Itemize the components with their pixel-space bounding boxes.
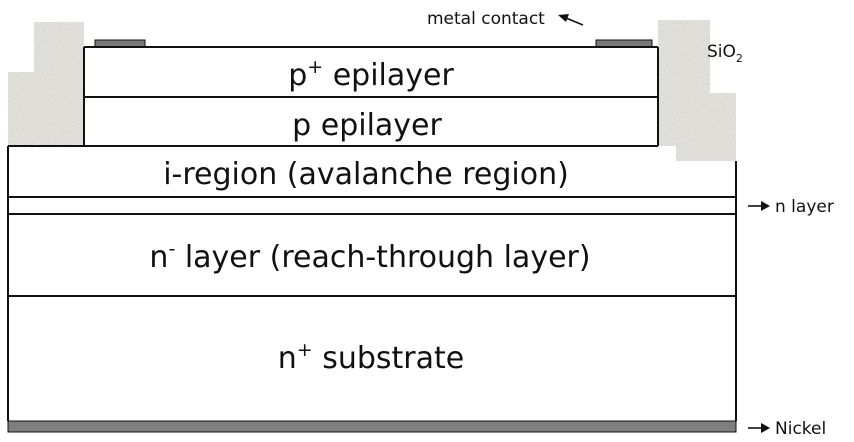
sio2-label: SiO2 (707, 42, 743, 65)
i-region-label: i-region (avalanche region) (163, 157, 569, 192)
n-plus-substrate-label: n+ substrate (278, 339, 465, 376)
sio2-passivation-left (8, 22, 84, 146)
metal-contact-left (94, 39, 146, 48)
sio2-passivation-right (658, 20, 736, 161)
nickel-arrow (748, 423, 770, 433)
layer-boundaries (7, 46, 737, 421)
sio2-texture-left (8, 22, 84, 146)
n-layer-label: n layer (775, 197, 834, 217)
nickel-back-contact (7, 420, 737, 433)
sio2-texture-right (658, 20, 736, 161)
nickel-label: Nickel (775, 419, 826, 439)
n-minus-layer-label: n- layer (reach-through layer) (149, 238, 590, 275)
p-epilayer-label: p epilayer (292, 108, 442, 143)
metal-contact-right (595, 39, 653, 48)
metal-contact-label: metal contact (427, 9, 545, 29)
metal-contact-arrow (558, 14, 584, 26)
n-layer-arrow (748, 201, 770, 211)
p-plus-epilayer-label: p+ epilayer (288, 56, 454, 93)
